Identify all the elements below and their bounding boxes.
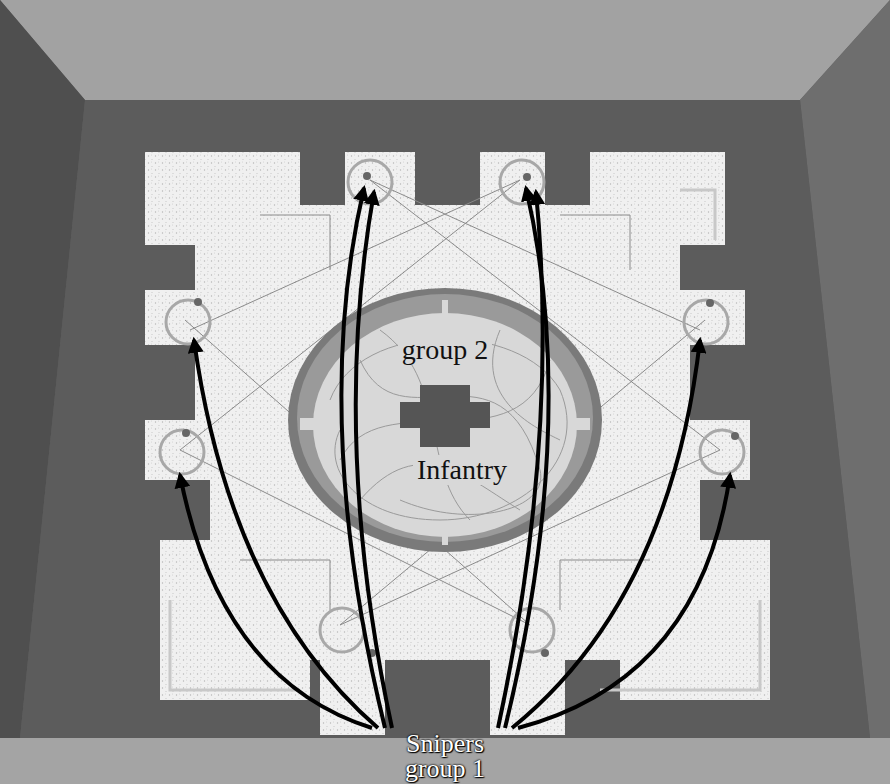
patrol-line [240, 215, 650, 610]
infantry-tracks [330, 330, 567, 520]
sniper-agent [541, 649, 549, 657]
track [380, 330, 560, 520]
central-arena [288, 288, 602, 552]
top-wall [0, 0, 890, 100]
group-label: Snipers group 1 [386, 731, 504, 781]
sniper-agent [182, 429, 190, 437]
track [340, 360, 550, 510]
arrow [356, 192, 392, 728]
patrol-line [180, 180, 720, 625]
cross-obstacle [400, 385, 490, 447]
sniper-agent [363, 172, 371, 180]
platform [145, 152, 770, 735]
path-lines [180, 180, 720, 625]
sniper-arrows [180, 188, 730, 728]
sniper-ring [348, 160, 392, 204]
group-label: Infantry [413, 455, 511, 485]
arena-wall [288, 288, 602, 552]
sniper-positions [160, 160, 744, 652]
arrow [512, 340, 700, 728]
track [330, 339, 567, 520]
sniper-ring [320, 608, 364, 652]
arrow [180, 475, 372, 728]
sniper-agent [523, 173, 531, 181]
sniper-ring [684, 300, 728, 344]
arena-region: group 2 Infantry [290, 293, 600, 547]
arrow [518, 475, 730, 728]
sniper-agent [194, 298, 202, 306]
patrol-line [170, 190, 760, 690]
sniper-ring [166, 300, 210, 344]
sniper-ring [700, 430, 744, 474]
sniper-agent [731, 432, 739, 440]
group-label: group 2 [398, 335, 492, 365]
arrow [194, 340, 378, 728]
path-lines-faint [170, 190, 760, 690]
sniper-agent [706, 299, 714, 307]
sniper-ring [160, 430, 204, 474]
floor [20, 100, 870, 738]
